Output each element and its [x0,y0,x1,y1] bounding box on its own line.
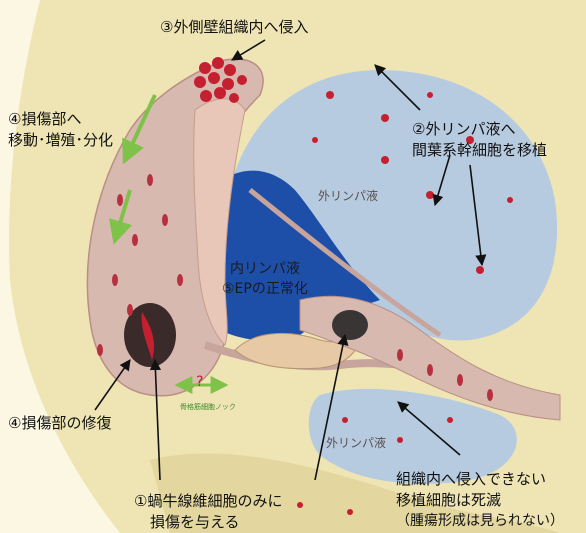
label-migration-line1: ④損傷部へ [8,110,81,129]
label-death-line1: 組織内へ侵入できない [396,470,546,489]
label-damage-line1: ①蝸牛線維細胞のみに [134,492,282,511]
label-migration-line2: 移動･増殖･分化 [8,131,113,150]
damage-lesion-right [332,310,368,340]
inner-small-caption: 骨格筋細胞ノック [180,398,236,417]
label-repair: ④損傷部の修復 [8,414,111,433]
label-transplant-line2: 間葉系幹細胞を移植 [412,141,547,160]
inner-ep-normal: ⑤EPの正常化 [222,280,308,299]
question-mark: ? [196,374,203,390]
label-damage-line2: 損傷を与える [150,513,240,532]
label-death-line3: （腫瘍形成は見られない） [396,512,564,531]
inner-endolymph: 内リンパ液 [230,260,300,279]
inner-perilymph-upper: 外リンパ液 [318,187,378,206]
label-invasion: ③外側壁組織内へ侵入 [160,18,308,37]
inner-perilymph-lower: 外リンパ液 [326,434,386,453]
label-transplant-line1: ②外リンパ液へ [412,120,515,139]
label-death-line2: 移植細胞は死滅 [396,491,501,510]
